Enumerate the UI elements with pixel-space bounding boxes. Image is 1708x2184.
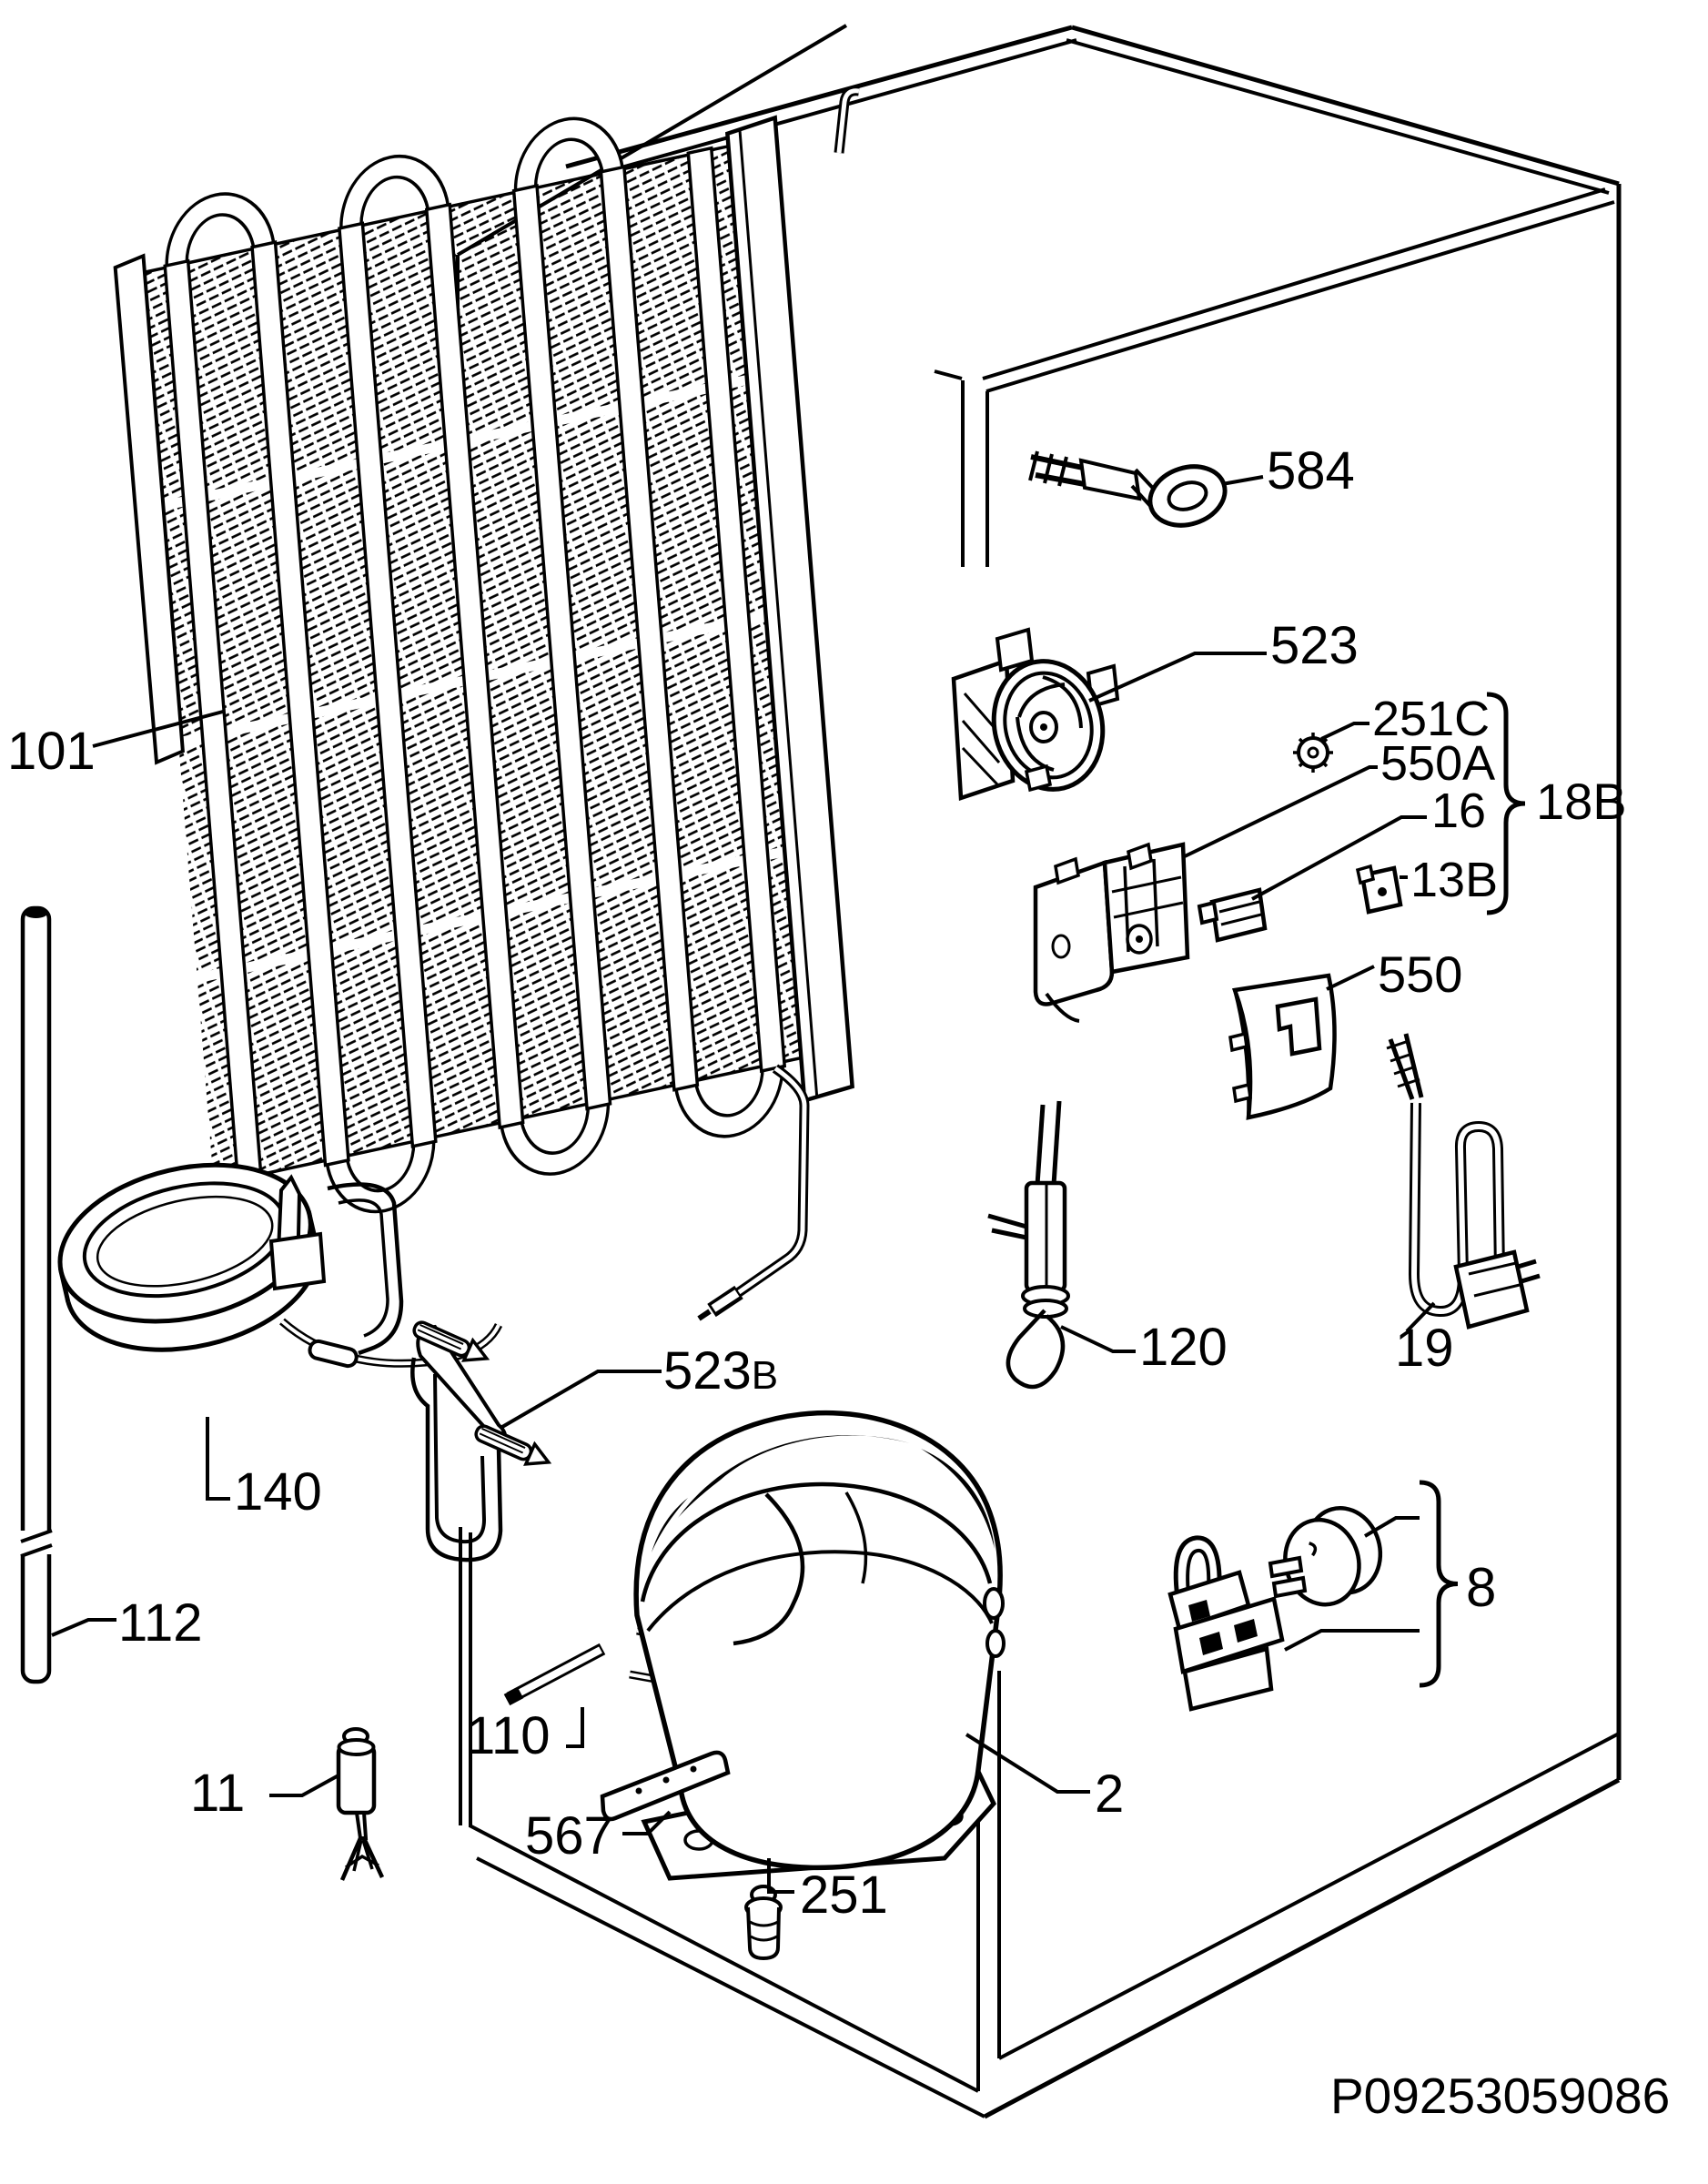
sensor-120-drawing: [987, 1100, 1070, 1390]
rail-567-drawing: [600, 1750, 731, 1822]
drip-tray-140-drawing: [57, 1162, 503, 1369]
leader-line-110: [566, 1707, 584, 1748]
leader-line-523: [1088, 652, 1267, 703]
part-label-567: 567: [525, 1806, 613, 1866]
leader-line-16: [1251, 815, 1427, 901]
leader-line-112: [51, 1618, 116, 1637]
part-label-112: 112: [118, 1593, 202, 1653]
part-label-8: 8: [1466, 1557, 1496, 1618]
leader-line-550A: [1184, 765, 1378, 858]
dryer-filter-11-drawing: [336, 1727, 385, 1881]
compressor-2-drawing: [629, 1410, 1006, 1881]
part-label-18B: 18B: [1536, 773, 1627, 830]
group-brace-18B: [1486, 692, 1526, 915]
gear-251C-drawing: [1293, 733, 1333, 773]
leader-line-101: [92, 710, 224, 748]
leader-line-140: [206, 1417, 230, 1501]
part-label-584: 584: [1267, 441, 1355, 500]
evaporator-bottom-arches: [324, 1058, 784, 1214]
part-label-110: 110: [466, 1706, 550, 1765]
document-code-watermark: P09253059086: [1330, 2068, 1670, 2124]
part-label-16: 16: [1431, 784, 1486, 838]
bracket-523B-drawing: [410, 1320, 552, 1562]
evaporator-drawing: [113, 86, 860, 1321]
part-label-550A: 550A: [1380, 736, 1495, 791]
leader-line-251C: [1320, 722, 1369, 741]
part-label-140: 140: [234, 1462, 322, 1522]
grommet-251-drawing: [744, 1885, 783, 1961]
fan-523-drawing: [951, 627, 1120, 802]
leader-line-2: [965, 1733, 1090, 1794]
group-leader-line-8: [1363, 1516, 1420, 1538]
part-label-120: 120: [1139, 1318, 1228, 1377]
part-label-523: 523: [1270, 616, 1359, 675]
leader-line-251: [767, 1858, 794, 1894]
leader-line-19: [1405, 1301, 1436, 1333]
evaporator-left-plate: [113, 253, 185, 765]
suction-tube-drawing: [697, 1064, 810, 1321]
part-label-251C: 251C: [1372, 692, 1490, 746]
part-label-550: 550: [1378, 945, 1462, 1003]
heater-19-drawing: [1386, 1033, 1541, 1330]
part-label-523B: 523B: [663, 1341, 778, 1400]
leader-line-523B: [500, 1370, 662, 1429]
evaporator-top-arches: [165, 116, 625, 272]
part-label-251: 251: [800, 1866, 888, 1925]
part-label-11: 11: [190, 1764, 245, 1823]
evaporator-hatching: [141, 146, 803, 1185]
part-label-2: 2: [1095, 1764, 1124, 1824]
group-leader-line-8: [1284, 1629, 1420, 1652]
leader-line-567: [622, 1810, 672, 1835]
drain-tube-112-drawing: [19, 905, 53, 1684]
part-label-19: 19: [1395, 1319, 1454, 1378]
group-braces-layer: [1419, 692, 1526, 1688]
part-label-13B: 13B: [1410, 853, 1498, 907]
group-brace-8: [1419, 1480, 1459, 1688]
sensor-584-drawing: [1028, 450, 1228, 528]
leader-line-120: [1060, 1325, 1136, 1353]
leader-line-550: [1326, 965, 1375, 991]
clip-13B-drawing: [1355, 864, 1403, 915]
leader-line-11: [269, 1774, 339, 1797]
switch-16-drawing: [1197, 887, 1268, 943]
rod-110-drawing: [503, 1643, 606, 1706]
cover-550-drawing: [1228, 973, 1337, 1120]
starter-relay-group-8-drawing: [1167, 1505, 1383, 1712]
part-label-101: 101: [7, 722, 96, 781]
thermostat-550A-drawing: [1033, 842, 1190, 1023]
leader-lines-layer: [51, 475, 1436, 1894]
evaporator-tubes: [163, 146, 787, 1187]
leader-line-584: [1221, 475, 1264, 486]
